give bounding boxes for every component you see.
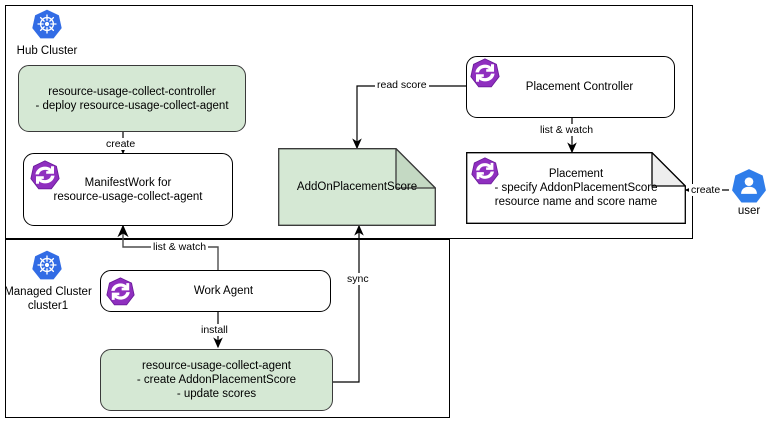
node-work-agent[interactable]: Work Agent (100, 270, 331, 312)
node-placement[interactable]: Placement - specify AddonPlacementScore … (466, 152, 686, 224)
kubernetes-icon (31, 8, 63, 45)
edge-label-sync-score: sync (345, 273, 371, 285)
edge-label-list-watch-placement: list & watch (538, 124, 596, 136)
node-label: Work Agent (193, 285, 254, 297)
edge-label-read-score: read score (375, 79, 429, 91)
node-resource-usage-collect-controller[interactable]: resource-usage-collect-controller - depl… (18, 65, 246, 132)
ocm-icon (30, 160, 60, 195)
kubernetes-icon (31, 249, 63, 286)
edge-label-create-manifestwork: create (104, 138, 138, 150)
container-managed-cluster (5, 239, 450, 418)
ocm-icon (471, 157, 499, 190)
edge-label-create-placement: create (689, 184, 723, 196)
node-label: ManifestWork for resource-usage-collect-… (53, 176, 203, 203)
node-manifestwork[interactable]: ManifestWork for resource-usage-collect-… (23, 153, 233, 226)
node-label: resource-usage-collect-controller - depl… (35, 85, 229, 112)
hub-cluster-label: Hub Cluster (16, 45, 78, 57)
node-addonplacementscore[interactable]: AddOnPlacementScore (278, 148, 436, 226)
ocm-icon (106, 277, 135, 311)
edge-label-list-watch-manifestwork: list & watch (151, 241, 209, 253)
node-resource-usage-collect-agent[interactable]: resource-usage-collect-agent - create Ad… (100, 349, 333, 411)
ocm-icon (470, 58, 500, 93)
user-label: user (737, 205, 761, 217)
node-placement-controller[interactable]: Placement Controller (466, 56, 675, 118)
node-label: resource-usage-collect-agent - create Ad… (136, 360, 297, 400)
node-label: Placement Controller (525, 81, 634, 93)
edge-label-install-agent: install (199, 324, 230, 336)
managed-cluster-label: Managed Cluster cluster1 (4, 286, 92, 312)
container-hub-cluster (5, 5, 693, 239)
user-icon[interactable] (731, 168, 767, 209)
